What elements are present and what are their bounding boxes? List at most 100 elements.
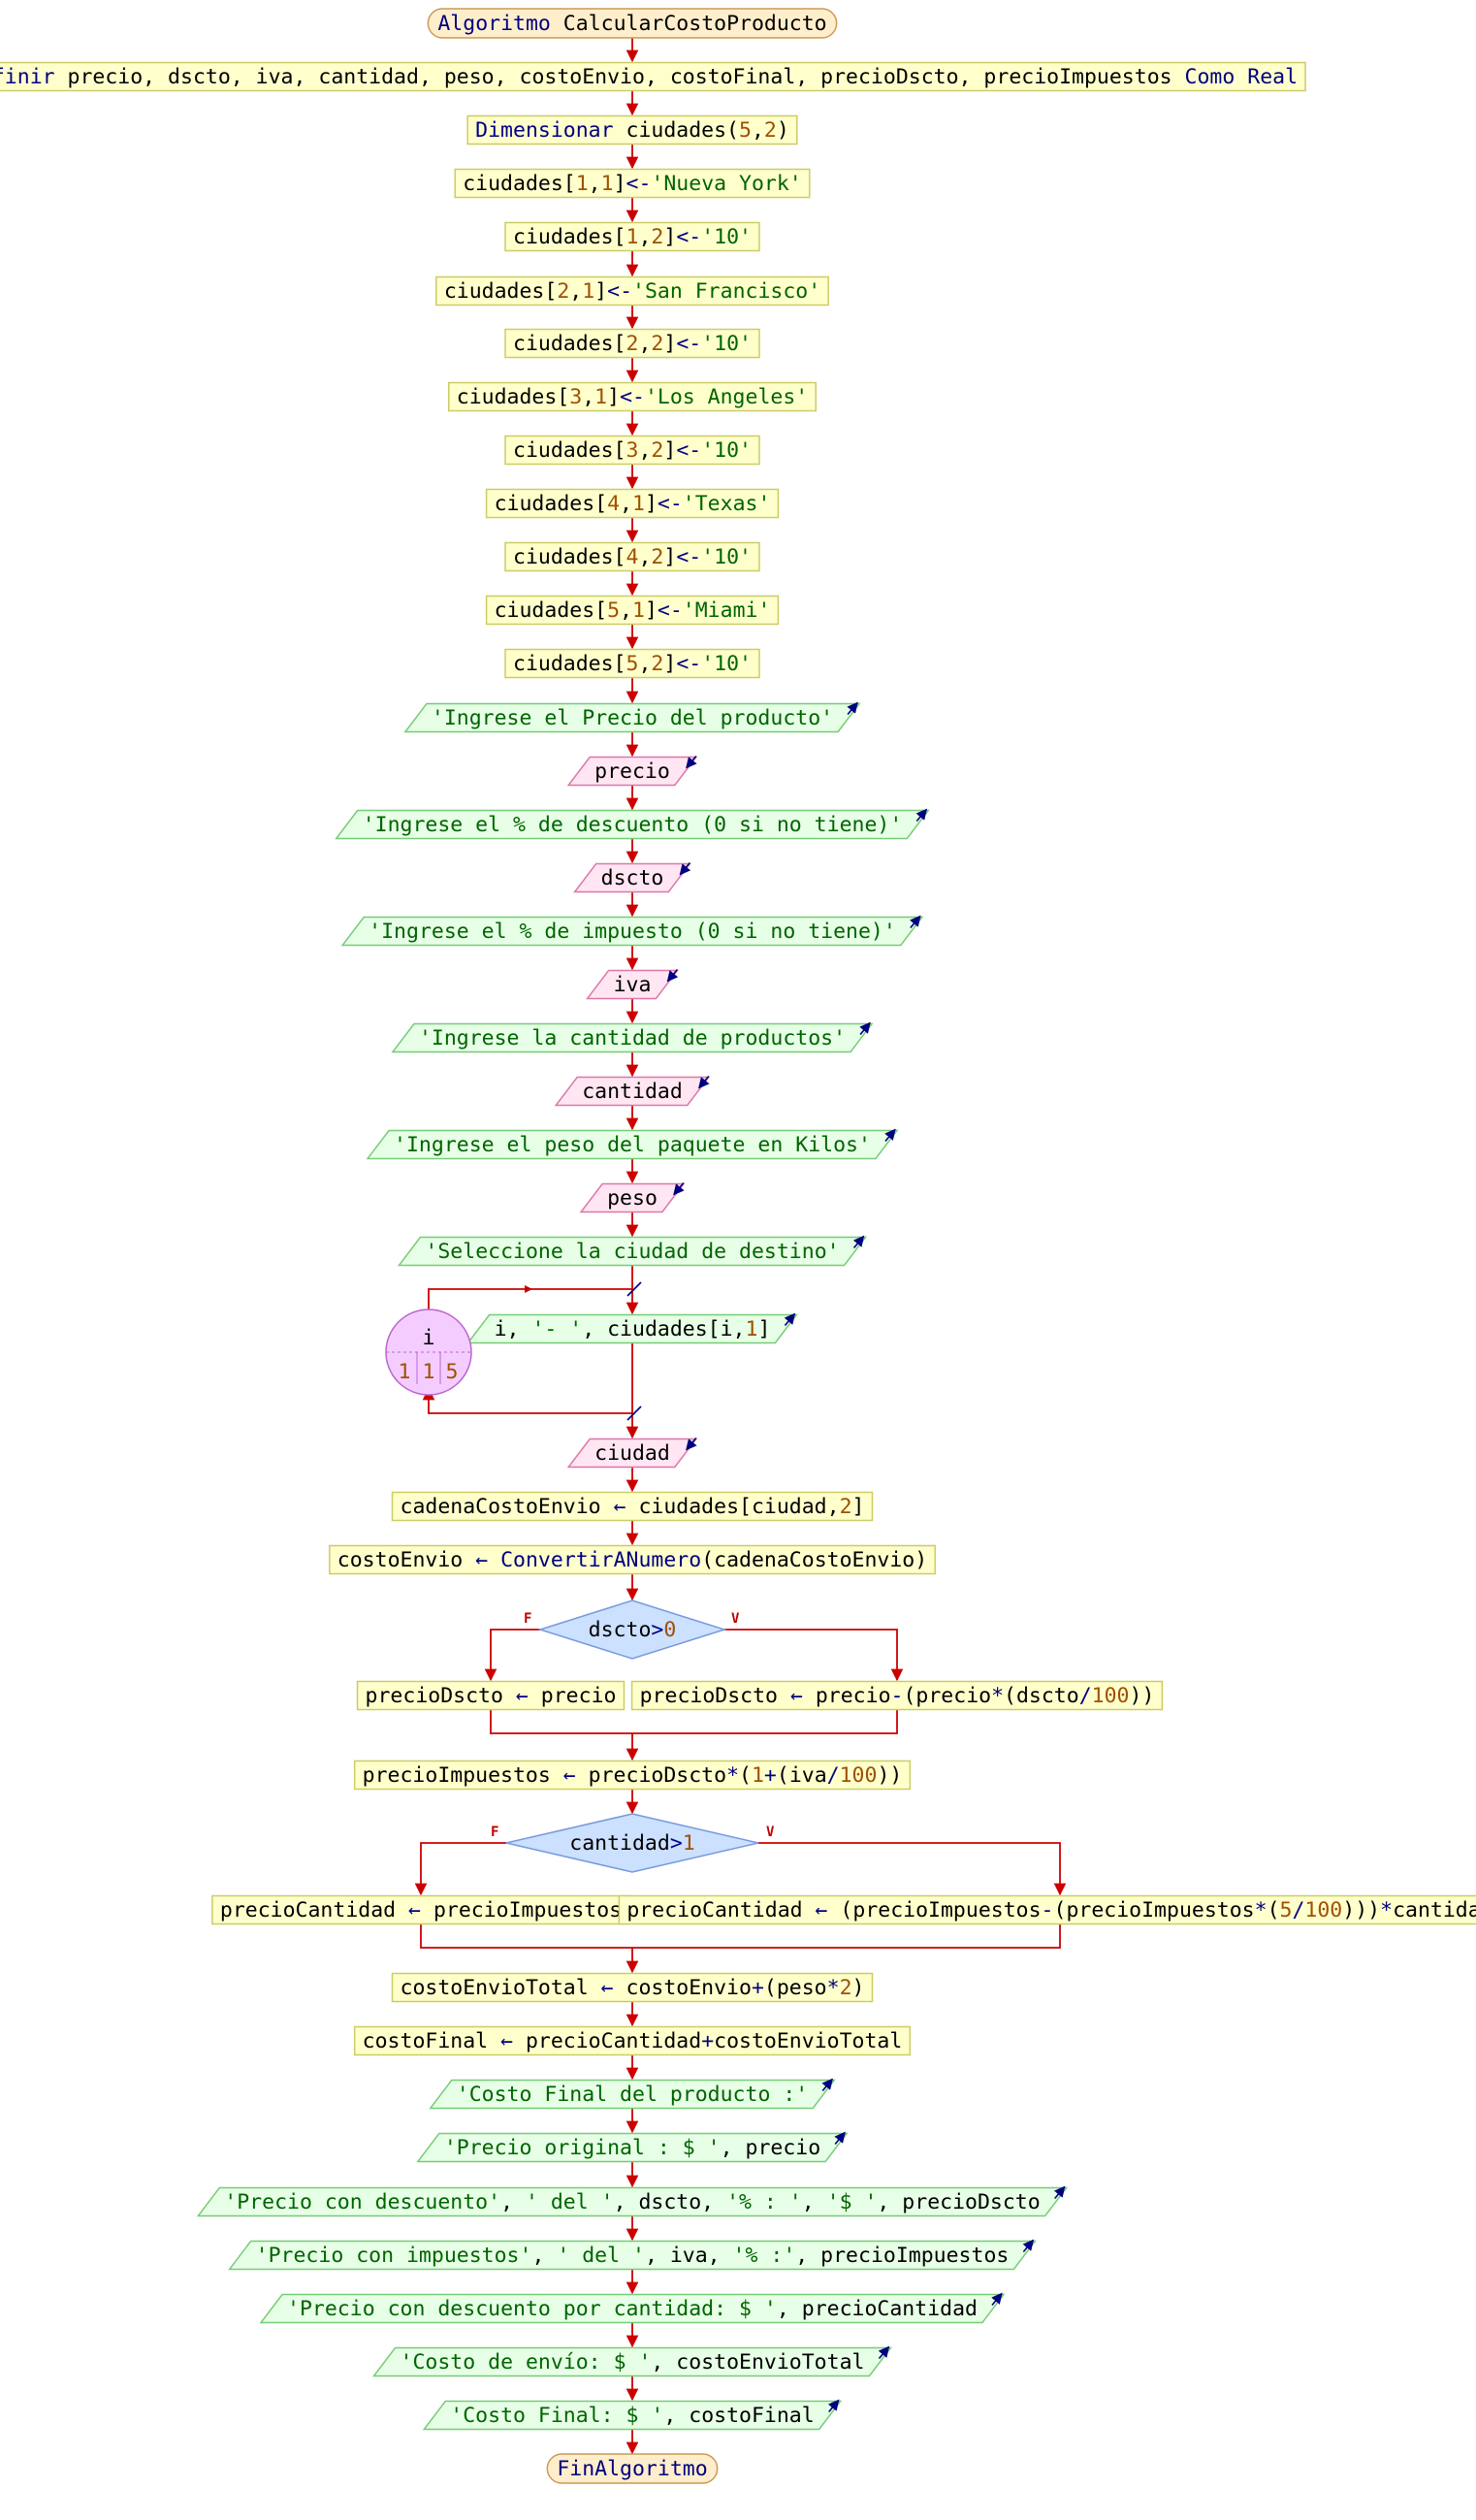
output-parallelogram (259, 2293, 1006, 2324)
label-segment: , (620, 492, 632, 516)
label-segment: ] (645, 492, 658, 516)
n-a4-node: costoEnvioTotal ← costoEnvio+(peso*2) (391, 1972, 874, 2003)
label-segment: 1 (752, 1763, 764, 1788)
n-o5-label: 'Ingrese el peso del paquete en Kilos' (394, 1133, 871, 1157)
label-segment: / (827, 1763, 840, 1788)
label-segment: precioDscto (366, 1684, 516, 1708)
output-arrow-icon (859, 1021, 871, 1036)
input-arrow-icon (666, 968, 679, 983)
label-segment: ← (475, 1548, 488, 1572)
n-o5-node: 'Ingrese el peso del paquete en Kilos' (366, 1128, 899, 1160)
label-segment: cantidad (569, 1831, 670, 1856)
n-c41-label: ciudades[4,1]<-'Texas' (495, 492, 771, 516)
label-segment: , (569, 279, 582, 304)
label-segment: ConvertirANumero (500, 1548, 701, 1572)
n-o3-label: 'Ingrese el % de impuesto (0 si no tiene… (369, 920, 896, 944)
n-c31-node: ciudades[3,1]<-'Los Angeles' (448, 381, 817, 412)
label-segment: CalcularCostoProducto (551, 12, 827, 36)
n-end-node: FinAlgoritmo (546, 2453, 719, 2484)
output-parallelogram (422, 2400, 843, 2431)
label-segment: 'Ingrese el % de descuento (0 si no tien… (363, 813, 903, 837)
n-i3-label: iva (614, 973, 652, 997)
label-segment: ] (852, 1495, 865, 1519)
n-c51-label: ciudades[5,1]<-'Miami' (495, 598, 771, 623)
process-box (391, 1491, 874, 1522)
n-p7-node: 'Costo Final: $ ', costoFinal (422, 2399, 843, 2431)
label-segment: , ciudades[i, (582, 1317, 745, 1341)
label-segment: + (764, 1763, 777, 1788)
n-i6-node: ciudad (566, 1437, 698, 1469)
label-segment: 'Ingrese el peso del paquete en Kilos' (394, 1133, 871, 1157)
label-segment: 'Los Angeles' (645, 385, 808, 409)
label-segment: * (1255, 1898, 1267, 1922)
input-arrow-icon (686, 1437, 697, 1451)
input-parallelogram (554, 1076, 711, 1107)
label-segment: (precio (903, 1684, 991, 1708)
label-segment: <- (620, 385, 645, 409)
label-segment: '$ ' (827, 2190, 878, 2214)
label-segment: , precioDscto (877, 2190, 1040, 2214)
n-o1-label: 'Ingrese el Precio del producto' (432, 706, 833, 730)
false-branch-connector (484, 1629, 540, 1682)
label-segment: ] (645, 598, 658, 623)
label-segment: precioCantidad (513, 2029, 701, 2053)
label-segment: 100 (1092, 1684, 1130, 1708)
label-segment: 0 (663, 1618, 676, 1642)
label-segment: 'Ingrese el % de impuesto (0 si no tiene… (369, 920, 896, 944)
process-box (618, 1894, 1476, 1925)
output-parallelogram (196, 2186, 1069, 2217)
label-segment: costoEnvioTotal (714, 2029, 902, 2053)
label-segment: ciudades[ (513, 652, 626, 676)
n-p6-node: 'Costo de envío: $ ', costoEnvioTotal (372, 2345, 892, 2377)
label-segment: 1 (632, 492, 645, 516)
label-segment: ( (1267, 1898, 1280, 1922)
n-d1-label: dscto>0 (589, 1618, 677, 1642)
label-segment: ← (790, 1684, 803, 1708)
n-p5-label: 'Precio con descuento por cantidad: $ ',… (287, 2297, 978, 2321)
label-segment: , costoFinal (663, 2404, 814, 2428)
label-segment: ciudades[ (513, 332, 626, 356)
n-loop-out-node: i, '- ', ciudades[i,1] (466, 1312, 798, 1344)
label-segment: <- (676, 225, 701, 249)
n-p1-label: 'Costo Final del producto :' (457, 2083, 808, 2107)
n-p5-node: 'Precio con descuento por cantidad: $ ',… (259, 2292, 1006, 2324)
label-segment: )) (877, 1763, 902, 1788)
label-segment: precio (529, 1684, 617, 1708)
output-parallelogram (391, 1022, 874, 1053)
label-segment: ) (777, 118, 789, 143)
label-segment: cadenaCostoEnvio (401, 1495, 614, 1519)
process-box (391, 1972, 874, 2003)
label-segment: <- (658, 492, 683, 516)
n-p3-label: 'Precio con descuento', ' del ', dscto, … (224, 2190, 1040, 2214)
label-segment: <- (676, 545, 701, 569)
output-arrow-icon (827, 2399, 840, 2413)
label-segment: - (1042, 1898, 1054, 1922)
label-segment: 'Precio con impuestos' (256, 2244, 532, 2268)
output-arrow-icon (834, 2131, 846, 2146)
label-segment: + (752, 1976, 764, 2000)
label-segment: ] (594, 279, 607, 304)
label-segment: ← (500, 2029, 513, 2053)
label-segment: 2 (651, 438, 663, 463)
n-c52-node: ciudades[5,2]<-'10' (504, 648, 760, 679)
label-segment: ← (563, 1763, 576, 1788)
n-d2f-label: precioCantidad ← precioImpuestos (220, 1898, 622, 1922)
label-segment: '10' (701, 652, 752, 676)
n-c31-label: ciudades[3,1]<-'Los Angeles' (457, 385, 808, 409)
label-segment: costoFinal (363, 2029, 500, 2053)
terminal-capsule (427, 8, 838, 39)
output-arrow-icon (784, 1312, 796, 1327)
output-arrow-icon (821, 2078, 833, 2092)
label-segment: (iva (777, 1763, 827, 1788)
label-segment: ciudades[ (495, 598, 608, 623)
n-d1-node: dscto>0 (537, 1599, 727, 1660)
false-label: F (491, 1825, 498, 1840)
n-c11-label: ciudades[1,1]<-'Nueva York' (463, 172, 802, 196)
loop-step: 1 (423, 1360, 435, 1384)
label-segment: costoEnvio (337, 1548, 475, 1572)
process-box (356, 1680, 626, 1711)
label-segment: 5 (626, 652, 639, 676)
label-segment: 'Ingrese el Precio del producto' (432, 706, 833, 730)
